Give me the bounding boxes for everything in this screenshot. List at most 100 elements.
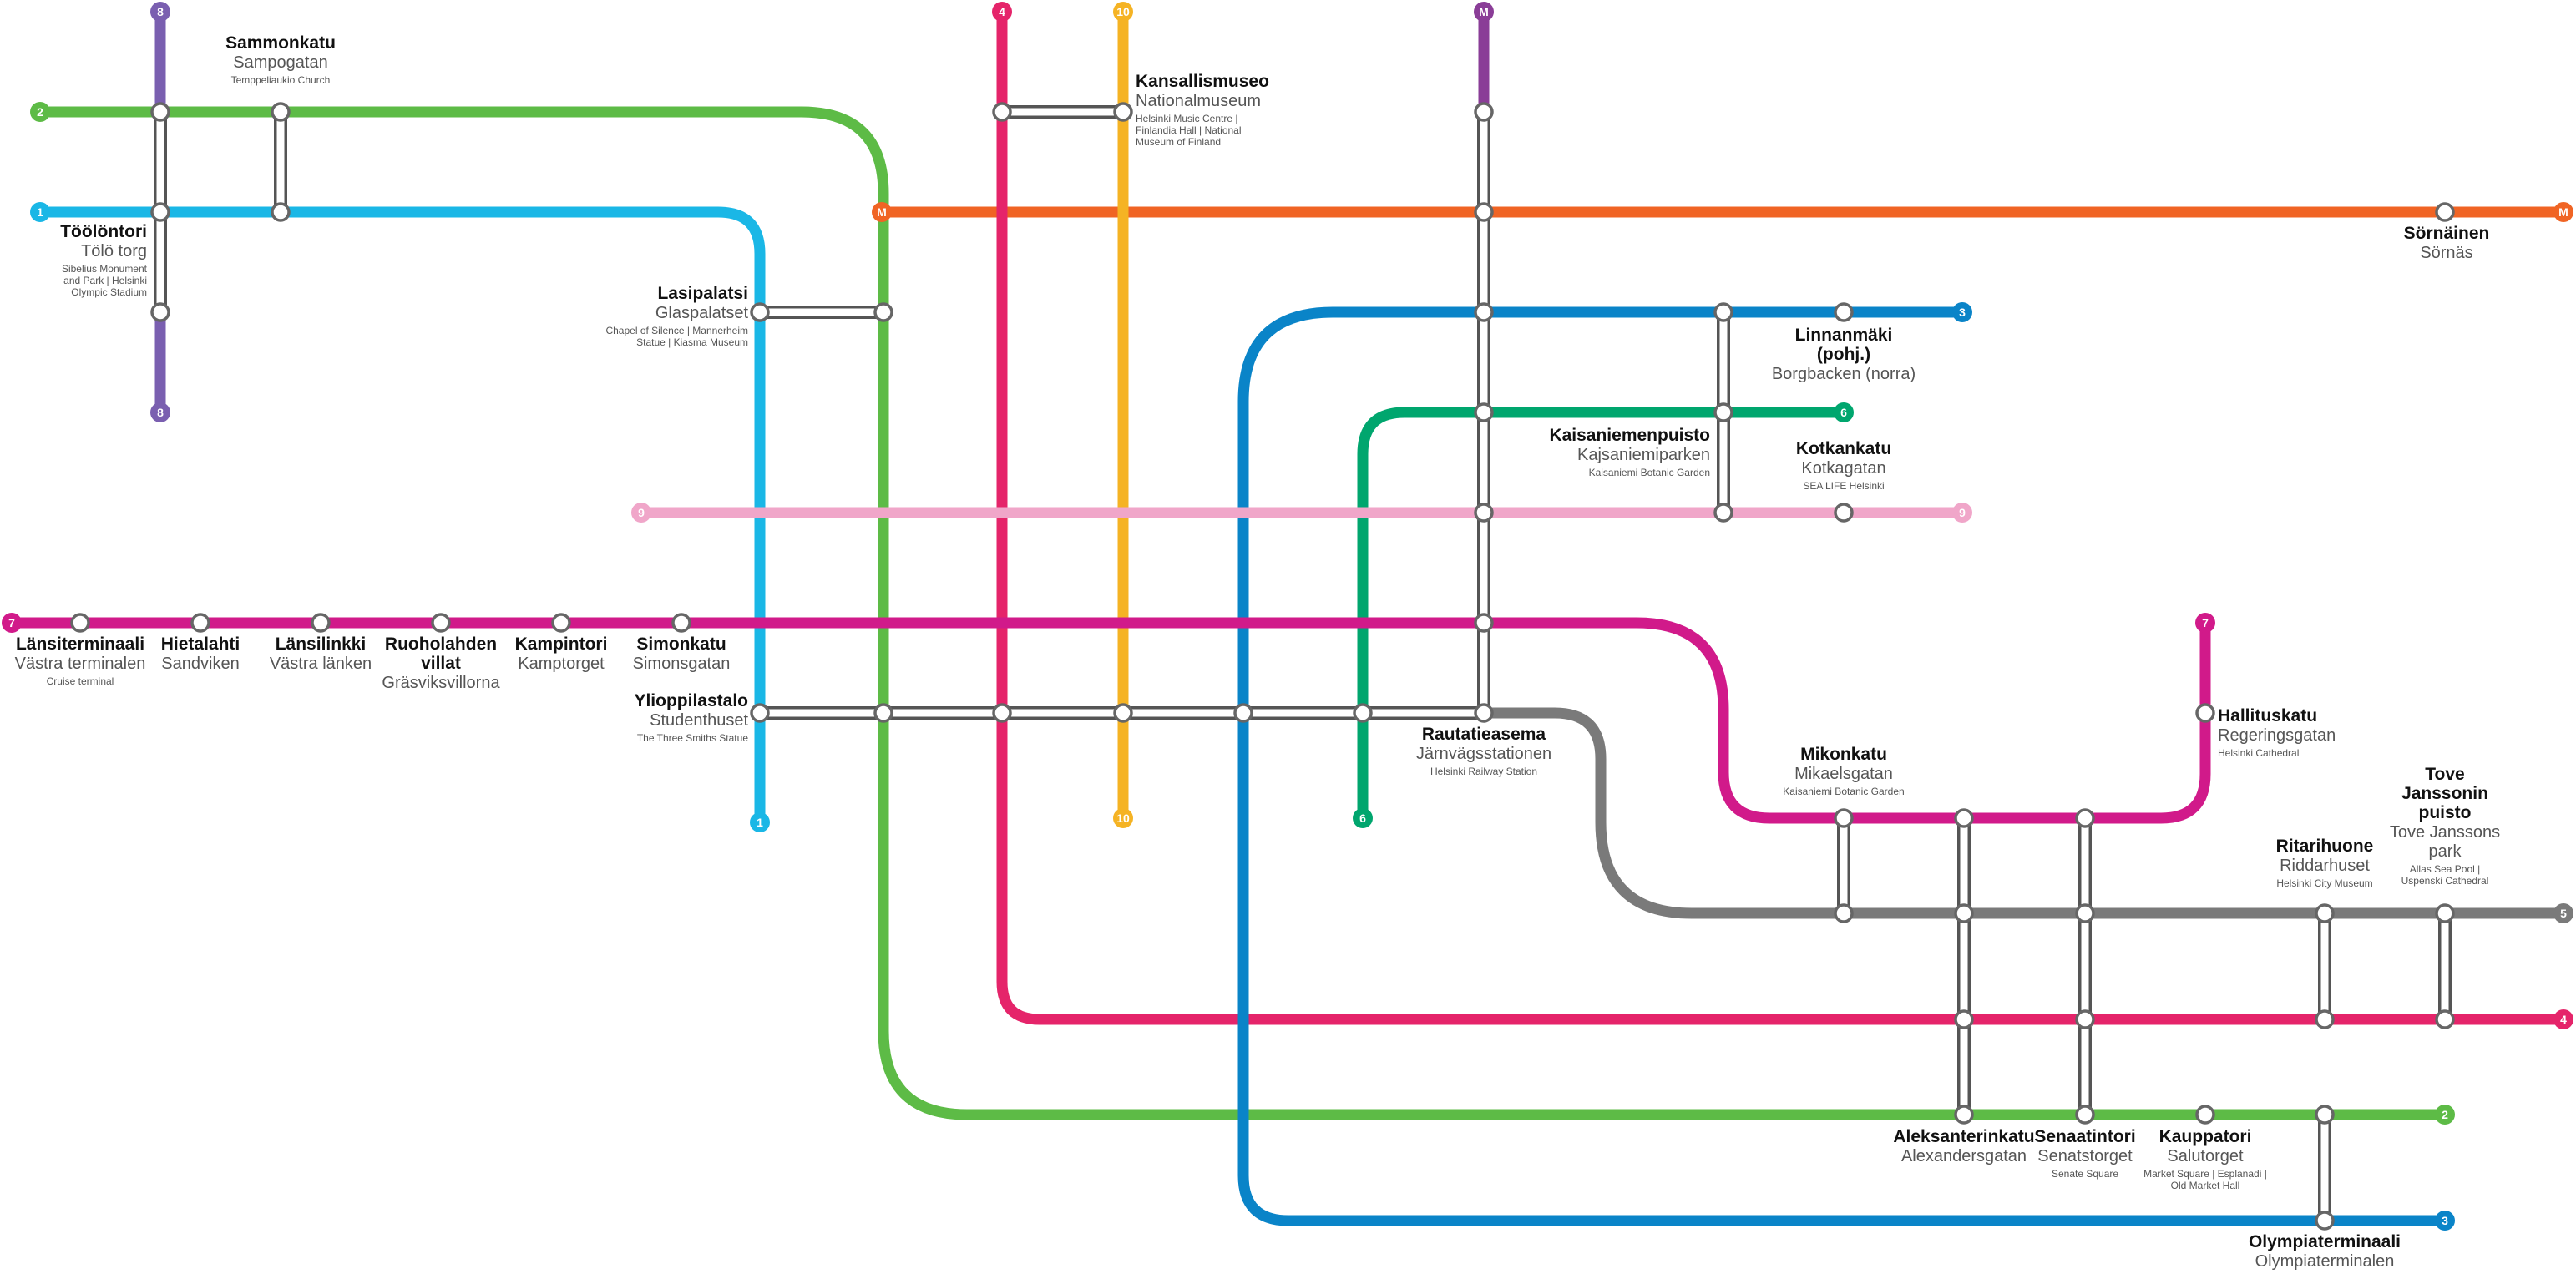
station-stop[interactable] bbox=[1474, 302, 1494, 322]
station-stop[interactable] bbox=[2075, 808, 2095, 828]
station-stop[interactable] bbox=[992, 703, 1012, 723]
line-badge-8[interactable]: 8 bbox=[150, 402, 170, 422]
line-badge-4[interactable]: 4 bbox=[992, 2, 1012, 22]
station-stop[interactable] bbox=[873, 302, 893, 322]
station-name: Ruoholahden bbox=[385, 634, 497, 654]
station-stop[interactable] bbox=[1954, 808, 1974, 828]
station-stop[interactable] bbox=[1954, 1009, 1974, 1029]
station-stop[interactable] bbox=[2315, 1211, 2335, 1231]
station-stop[interactable] bbox=[2435, 1009, 2455, 1029]
station-stop[interactable] bbox=[2075, 1009, 2095, 1029]
station-stop[interactable] bbox=[2435, 202, 2455, 222]
station-stop[interactable] bbox=[1834, 302, 1854, 322]
station-stop[interactable] bbox=[551, 613, 571, 633]
line-badge-6[interactable]: 6 bbox=[1834, 402, 1854, 422]
station-stop[interactable] bbox=[1834, 503, 1854, 523]
station-stop[interactable] bbox=[1713, 402, 1733, 422]
station-stop[interactable] bbox=[271, 102, 291, 122]
station-stop[interactable] bbox=[750, 703, 770, 723]
line-badge-10[interactable]: 10 bbox=[1113, 808, 1133, 828]
line-badge-1[interactable]: 1 bbox=[30, 202, 50, 222]
line-badge-7[interactable]: 7 bbox=[2, 613, 22, 633]
line-badge-3[interactable]: 3 bbox=[2435, 1211, 2455, 1231]
station-label-linnanmaki[interactable]: Linnanmäki(pohj.)Borgbacken (norra) bbox=[1772, 326, 1916, 383]
station-stop[interactable] bbox=[431, 613, 451, 633]
station-stop[interactable] bbox=[1474, 703, 1494, 723]
station-stop[interactable] bbox=[1113, 102, 1133, 122]
station-stop[interactable] bbox=[1474, 102, 1494, 122]
line-badge-number: 2 bbox=[37, 105, 43, 119]
station-stop[interactable] bbox=[2315, 1105, 2335, 1125]
station-stop[interactable] bbox=[1233, 703, 1253, 723]
station-stop[interactable] bbox=[671, 613, 691, 633]
line-badge-8[interactable]: 8 bbox=[150, 2, 170, 22]
line-badge-4[interactable]: 4 bbox=[2553, 1009, 2573, 1029]
station-stop[interactable] bbox=[2435, 903, 2455, 923]
station-stop[interactable] bbox=[2075, 903, 2095, 923]
station-stop[interactable] bbox=[271, 202, 291, 222]
line-badge-6[interactable]: 6 bbox=[1353, 808, 1373, 828]
line-badge-m-east[interactable]: M bbox=[872, 202, 892, 222]
station-stop[interactable] bbox=[2195, 1105, 2215, 1125]
station-stop[interactable] bbox=[750, 302, 770, 322]
line-badge-2[interactable]: 2 bbox=[30, 102, 50, 122]
line-badge-10[interactable]: 10 bbox=[1113, 2, 1133, 22]
station-stop[interactable] bbox=[150, 202, 170, 222]
line-badge-m[interactable]: M bbox=[1474, 2, 1494, 22]
line-badge-2[interactable]: 2 bbox=[2435, 1105, 2455, 1125]
station-stop[interactable] bbox=[150, 302, 170, 322]
station-stop[interactable] bbox=[1474, 613, 1494, 633]
line-badge-3[interactable]: 3 bbox=[1952, 302, 1972, 322]
station-stop[interactable] bbox=[2075, 1105, 2095, 1125]
station-stop[interactable] bbox=[1713, 503, 1733, 523]
station-stop[interactable] bbox=[873, 703, 893, 723]
station-stop[interactable] bbox=[70, 613, 90, 633]
station-stop[interactable] bbox=[992, 102, 1012, 122]
station-stop[interactable] bbox=[1474, 202, 1494, 222]
station-stop[interactable] bbox=[1954, 903, 1974, 923]
station-stop[interactable] bbox=[1353, 703, 1373, 723]
line-badge-m-east[interactable]: M bbox=[2553, 202, 2573, 222]
line-badge-9[interactable]: 9 bbox=[1952, 503, 1972, 523]
station-stop[interactable] bbox=[2195, 703, 2215, 723]
line-badge-7[interactable]: 7 bbox=[2195, 613, 2215, 633]
station-stop[interactable] bbox=[150, 102, 170, 122]
station-label-kaisaniemenpuisto[interactable]: KaisaniemenpuistoKajsaniemiparkenKaisani… bbox=[1549, 426, 1710, 478]
station-stop[interactable] bbox=[2315, 903, 2335, 923]
station-stop[interactable] bbox=[1474, 503, 1494, 523]
station-stop[interactable] bbox=[1113, 703, 1133, 723]
station-stop[interactable] bbox=[311, 613, 331, 633]
station-stop[interactable] bbox=[1713, 302, 1733, 322]
station-stop[interactable] bbox=[2315, 1009, 2335, 1029]
line-badge-9[interactable]: 9 bbox=[631, 503, 651, 523]
station-stop[interactable] bbox=[1834, 903, 1854, 923]
station-stop[interactable] bbox=[1834, 808, 1854, 828]
station-stop[interactable] bbox=[1474, 402, 1494, 422]
line-badge-5[interactable]: 5 bbox=[2553, 903, 2573, 923]
station-stop[interactable] bbox=[1954, 1105, 1974, 1125]
line-badge-1[interactable]: 1 bbox=[750, 812, 770, 832]
station-stop[interactable] bbox=[190, 613, 210, 633]
